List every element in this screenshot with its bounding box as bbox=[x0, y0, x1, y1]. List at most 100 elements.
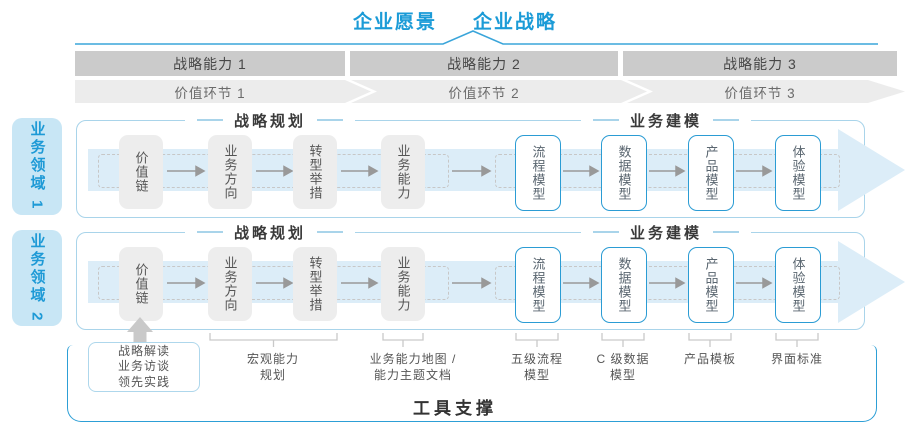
note-line: 模型 bbox=[609, 368, 636, 383]
box-data-model-label: 数据模型 bbox=[616, 145, 632, 201]
box-experience-model: 体验模型 bbox=[775, 135, 821, 211]
title-dash-icon bbox=[592, 119, 619, 121]
box-business-direction: 业务方向 bbox=[208, 135, 252, 209]
capability-bar-1-label: 战略能力 1 bbox=[173, 55, 247, 72]
tool-support-label: 工具支撑 bbox=[413, 399, 497, 418]
box-data-model: 数据模型 bbox=[601, 135, 647, 211]
dashed-track-segment bbox=[98, 154, 449, 188]
box-experience-model-label: 体验模型 bbox=[790, 257, 806, 313]
box-data-model: 数据模型 bbox=[601, 247, 647, 323]
box-value-chain-label: 价值链 bbox=[133, 151, 149, 193]
box-process-model-label: 流程模型 bbox=[530, 145, 546, 201]
box-product-model: 产品模型 bbox=[688, 247, 734, 323]
value-link-2-label: 价值环节 2 bbox=[448, 85, 520, 101]
section-title-strategic-planning-label: 战略规划 bbox=[233, 224, 306, 242]
section-title-business-modeling: 业务建模 bbox=[581, 222, 751, 242]
note-line: 五级流程 bbox=[510, 352, 563, 366]
note-line: 规划 bbox=[259, 368, 286, 383]
box-process-model: 流程模型 bbox=[515, 135, 561, 211]
value-link-3: 价值环节 3 bbox=[623, 80, 897, 103]
note-line: 业务能力地图 / bbox=[369, 352, 457, 366]
box-value-chain-label: 价值链 bbox=[133, 263, 149, 305]
note-macro-capability-planning: 宏观能力 规划 bbox=[203, 351, 343, 383]
title-dash-icon bbox=[592, 231, 619, 233]
box-product-model-label: 产品模型 bbox=[703, 257, 719, 313]
caret-line-icon bbox=[75, 30, 878, 45]
domain-tag-2: 业务领域 2 bbox=[12, 230, 62, 326]
value-link-1: 价值环节 1 bbox=[75, 80, 345, 103]
domain-tag-1: 业务领域 1 bbox=[12, 118, 62, 215]
box-process-model: 流程模型 bbox=[515, 247, 561, 323]
source-methods-box: 战略解读 业务访谈 领先实践 bbox=[88, 342, 200, 392]
note-line: 界面标准 bbox=[770, 352, 823, 366]
note-line: 能力主题文档 bbox=[373, 368, 452, 383]
vision-title: 企业愿景 bbox=[352, 12, 437, 33]
box-transformation-initiatives: 转型举措 bbox=[293, 135, 337, 209]
value-link-3-label: 价值环节 3 bbox=[724, 85, 796, 101]
value-chevron-band bbox=[75, 80, 905, 103]
note-line: 宏观能力 bbox=[246, 352, 299, 366]
brace-connectors bbox=[209, 333, 819, 347]
title-dash-icon bbox=[196, 119, 223, 121]
box-transformation-initiatives-label: 转型举措 bbox=[307, 144, 323, 200]
box-product-model: 产品模型 bbox=[688, 135, 734, 211]
note-capability-map-docs: 业务能力地图 / 能力主题文档 bbox=[343, 351, 483, 383]
note-five-level-process-model: 五级流程 模型 bbox=[467, 351, 607, 383]
capability-bar-2-label: 战略能力 2 bbox=[447, 55, 521, 72]
box-business-direction: 业务方向 bbox=[208, 247, 252, 321]
box-transformation-initiatives-label: 转型举措 bbox=[307, 256, 323, 312]
box-business-capability: 业务能力 bbox=[381, 135, 425, 209]
source-line-3: 领先实践 bbox=[117, 374, 170, 389]
section-title-business-modeling: 业务建模 bbox=[581, 110, 751, 130]
section-title-business-modeling-label: 业务建模 bbox=[629, 112, 702, 130]
box-business-direction-label: 业务方向 bbox=[222, 256, 238, 312]
flow-arrows bbox=[167, 165, 773, 177]
box-business-capability: 业务能力 bbox=[381, 247, 425, 321]
note-product-template: 产品模板 bbox=[640, 351, 780, 367]
title-dash-icon bbox=[713, 119, 739, 121]
note-line: C 级数据 bbox=[596, 352, 650, 366]
source-line-1: 战略解读 bbox=[117, 343, 170, 358]
strategy-title: 企业战略 bbox=[473, 12, 558, 33]
section-title-strategic-planning: 战略规划 bbox=[185, 110, 355, 130]
flow-arrows bbox=[167, 277, 773, 289]
title-dash-icon bbox=[196, 231, 223, 233]
box-business-capability-label: 业务能力 bbox=[395, 144, 411, 200]
box-value-chain: 价值链 bbox=[119, 247, 163, 321]
capability-bar-3-label: 战略能力 3 bbox=[723, 55, 797, 72]
section-title-business-modeling-label: 业务建模 bbox=[629, 224, 702, 242]
domain-tag-2-label: 业务领域 2 bbox=[28, 232, 46, 324]
domain-tag-1-label: 业务领域 1 bbox=[28, 121, 46, 212]
box-process-model-label: 流程模型 bbox=[530, 257, 546, 313]
section-title-strategic-planning: 战略规划 bbox=[185, 222, 355, 242]
section-title-strategic-planning-label: 战略规划 bbox=[233, 112, 306, 130]
title-dash-icon bbox=[317, 119, 343, 121]
note-line: 产品模板 bbox=[683, 352, 736, 366]
value-link-2: 价值环节 2 bbox=[350, 80, 618, 103]
dashed-track-segment bbox=[495, 266, 840, 300]
box-business-capability-label: 业务能力 bbox=[395, 256, 411, 312]
capability-bar-1: 战略能力 1 bbox=[75, 51, 345, 76]
lane-domain-1: 价值链 业务方向 转型举措 业务能力 流程模型 数据模型 产品模型 体验模型 战… bbox=[0, 110, 910, 218]
capability-bar-2: 战略能力 2 bbox=[350, 51, 618, 76]
box-experience-model: 体验模型 bbox=[775, 247, 821, 323]
tool-support-box bbox=[67, 345, 877, 422]
box-transformation-initiatives: 转型举措 bbox=[293, 247, 337, 321]
top-titles: 企业愿景 企业战略 bbox=[0, 7, 910, 34]
box-data-model-label: 数据模型 bbox=[616, 257, 632, 313]
note-c-level-data-model: C 级数据 模型 bbox=[553, 351, 693, 383]
box-business-direction-label: 业务方向 bbox=[222, 144, 238, 200]
dashed-track-segment bbox=[98, 266, 449, 300]
note-ui-standard: 界面标准 bbox=[727, 351, 867, 367]
value-link-1-label: 价值环节 1 bbox=[174, 85, 246, 101]
box-product-model-label: 产品模型 bbox=[703, 145, 719, 201]
dashed-track-segment bbox=[495, 154, 840, 188]
title-dash-icon bbox=[713, 231, 739, 233]
title-dash-icon bbox=[317, 231, 343, 233]
lane-domain-2: 价值链 业务方向 转型举措 业务能力 流程模型 数据模型 产品模型 体验模型 战… bbox=[0, 222, 910, 330]
box-experience-model-label: 体验模型 bbox=[790, 145, 806, 201]
capability-bar-3: 战略能力 3 bbox=[623, 51, 897, 76]
up-arrow-icon bbox=[127, 317, 153, 347]
note-line: 模型 bbox=[523, 368, 550, 383]
